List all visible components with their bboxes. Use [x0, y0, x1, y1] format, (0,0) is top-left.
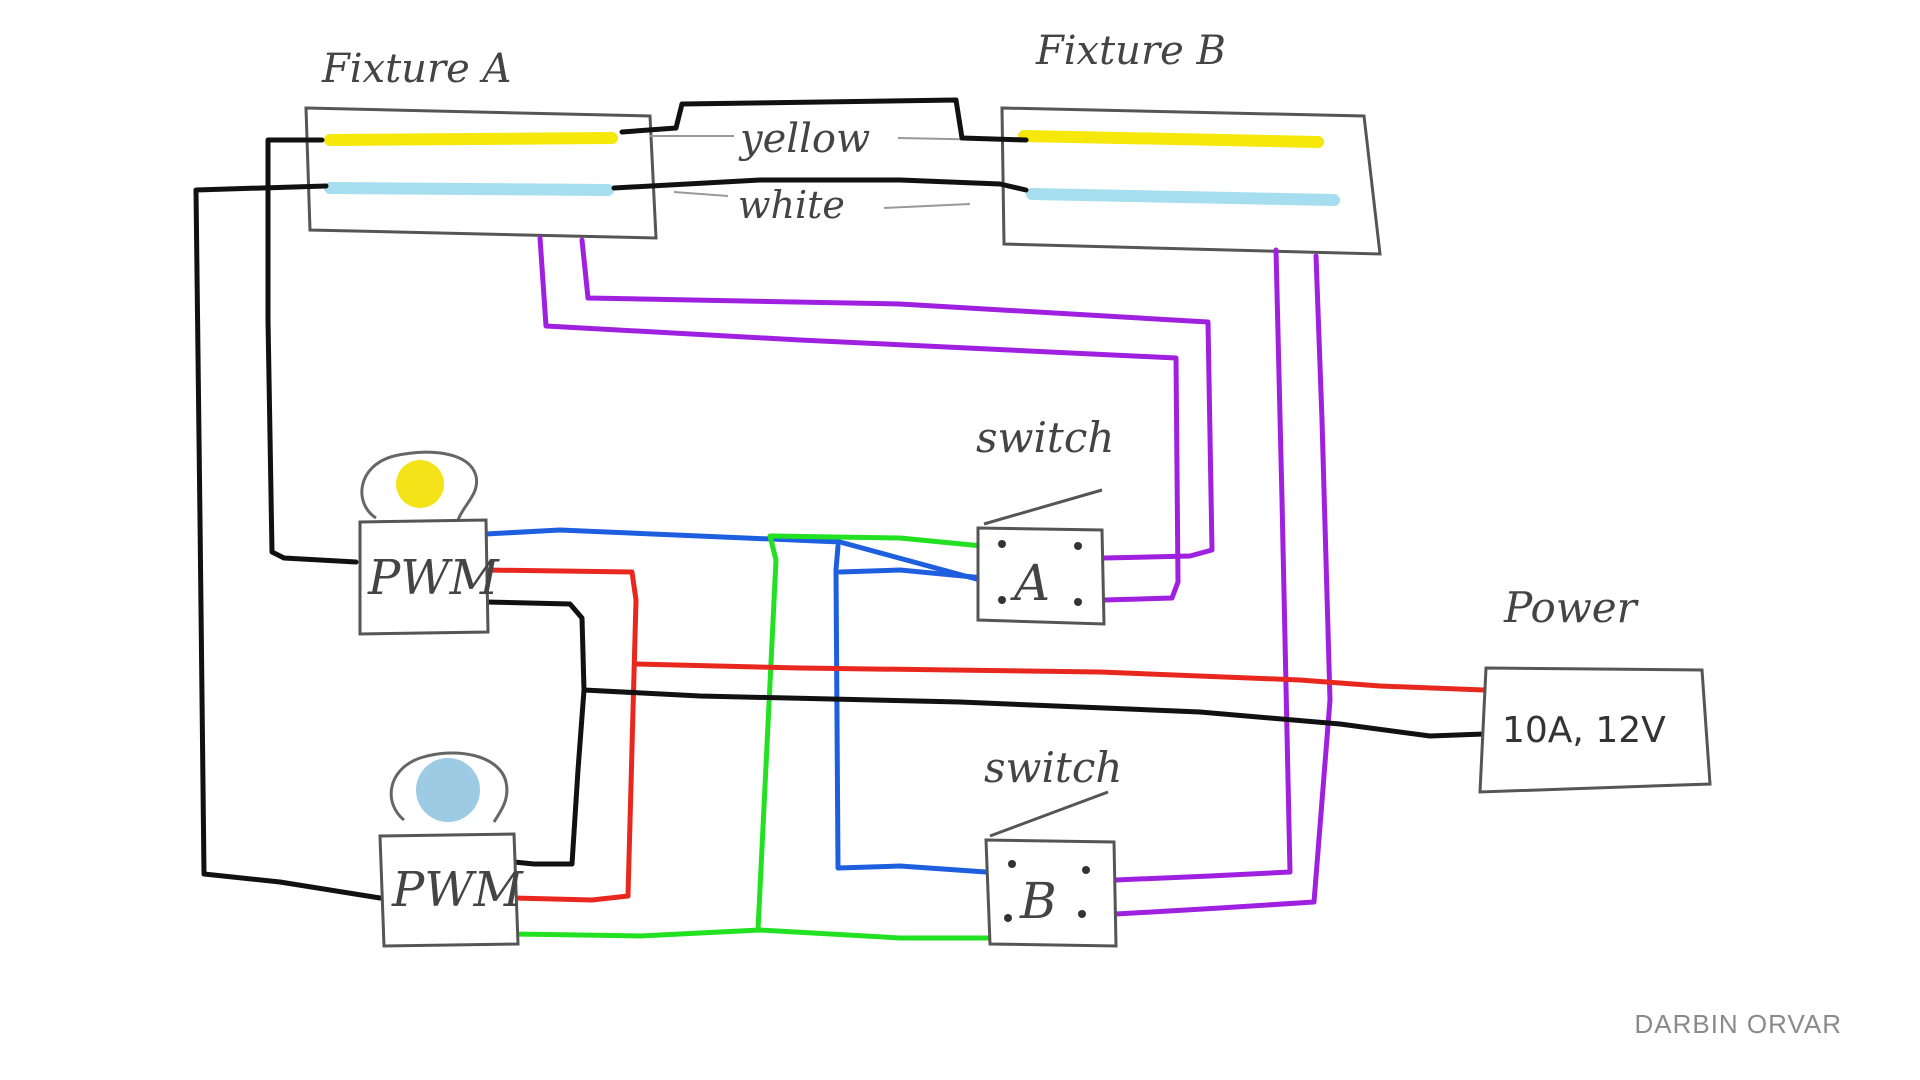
pwm-top: PWM — [358, 450, 501, 636]
fixture-b-label: Fixture B — [1035, 28, 1226, 74]
switch-b-terminal-2 — [1082, 866, 1090, 874]
wire-green-trunk — [755, 533, 779, 933]
pwm-bottom: PWM — [378, 751, 525, 948]
wire-fixture-a-white-to-pwm-bottom — [193, 183, 383, 901]
switch-b: switch B — [984, 743, 1122, 948]
switch-b-terminal-3 — [1004, 914, 1012, 922]
white-wire-label: white — [738, 183, 845, 227]
wire-fixture-a-purple-outer — [537, 235, 1181, 603]
power-supply: Power 10A, 12V — [1478, 583, 1712, 794]
fixture-b-yellow-strip — [1018, 130, 1324, 148]
wires — [193, 97, 1487, 941]
pwm-top-box — [358, 518, 490, 636]
wire-labels: yellow white — [650, 116, 1001, 227]
wire-red-power-positive — [633, 661, 1487, 693]
watermark: DARBIN ORVAR — [1634, 1009, 1842, 1039]
wire-fixture-a-yellow-to-pwm-top — [265, 137, 359, 565]
wire-green-pwm-bottom-to-switch-b — [511, 927, 993, 941]
power-rating: 10A, 12V — [1502, 710, 1666, 751]
pwm-bottom-label: PWM — [391, 862, 525, 918]
switch-b-terminal-1 — [1008, 860, 1016, 868]
fixture-b-box — [1000, 106, 1382, 256]
switch-a: switch A — [976, 413, 1114, 626]
fixture-a-white-strip — [324, 182, 614, 196]
yellow-led-indicator — [396, 460, 444, 508]
switch-a-lever — [983, 488, 1103, 526]
wire-fixture-a-purple-inner — [579, 237, 1215, 561]
wire-yellow-link — [619, 97, 1029, 143]
switch-b-caption: switch — [984, 743, 1122, 792]
wire-blue-switch-a-feed — [837, 567, 987, 581]
switch-a-box — [976, 526, 1106, 626]
yellow-wire-label: yellow — [738, 116, 870, 162]
switch-a-terminal-3 — [998, 596, 1006, 604]
switch-a-label: A — [1010, 554, 1050, 612]
wire-blue-to-switch-b — [833, 543, 989, 875]
power-caption: Power — [1503, 583, 1640, 632]
fixture-a-label: Fixture A — [321, 46, 511, 92]
fixture-b-white-strip — [1026, 188, 1340, 206]
wire-green-switch-a — [769, 533, 985, 549]
pwm-bottom-box — [378, 832, 520, 948]
white-label-leader-right — [883, 203, 971, 209]
fixture-b: Fixture B — [1000, 28, 1382, 256]
white-label-leader-left — [673, 191, 729, 197]
fixture-a: Fixture A — [304, 46, 658, 240]
wire-blue-pwm-to-switch-a — [483, 527, 983, 583]
fixture-a-box — [304, 106, 658, 240]
wire-black-pwm-top-ground — [483, 599, 587, 867]
wire-black-power-negative — [581, 687, 1487, 739]
fixture-a-yellow-strip — [324, 132, 618, 146]
switch-a-terminal-1 — [998, 540, 1006, 548]
switch-b-terminal-4 — [1078, 910, 1086, 918]
switch-b-lever — [989, 790, 1109, 838]
wire-fixture-b-purple-inner — [1113, 253, 1333, 917]
switch-a-terminal-2 — [1074, 542, 1082, 550]
power-supply-box — [1478, 666, 1712, 794]
wire-red-pwm-top — [483, 567, 639, 903]
switch-b-label: B — [1019, 872, 1057, 930]
switch-a-caption: switch — [976, 413, 1114, 462]
pwm-top-label: PWM — [367, 550, 501, 606]
wire-fixture-b-purple-outer — [1113, 247, 1293, 883]
switch-a-terminal-4 — [1074, 598, 1082, 606]
blue-led-indicator — [416, 758, 480, 822]
switch-b-box — [984, 838, 1118, 948]
wire-white-link — [611, 177, 1029, 193]
